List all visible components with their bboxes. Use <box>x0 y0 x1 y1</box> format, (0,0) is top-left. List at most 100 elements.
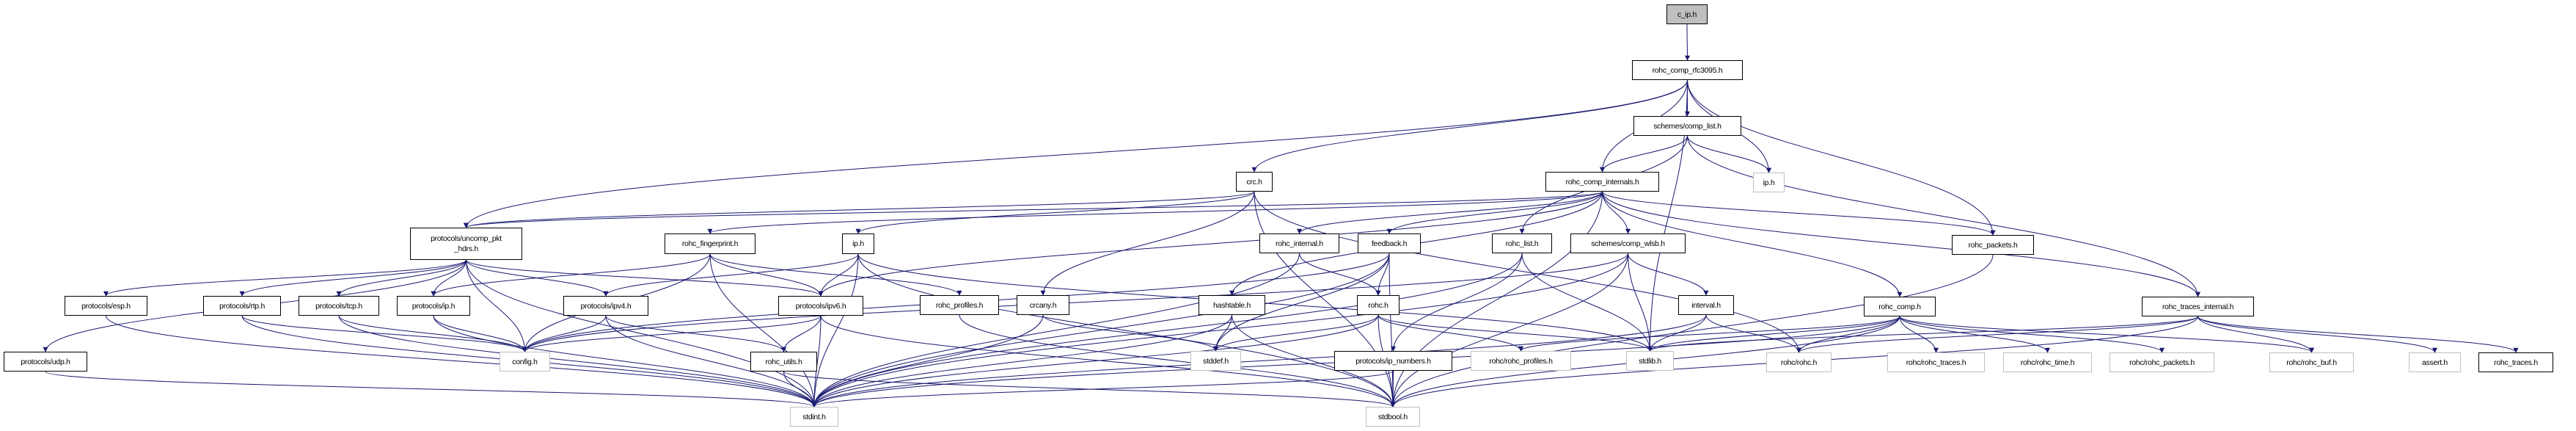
edge-fingerprint-to-stdint <box>709 253 817 408</box>
edge-uncomp-to-config <box>466 259 527 352</box>
node-stdbool[interactable]: stdbool.h <box>1366 407 1420 427</box>
edge-crc-to-crcany <box>1040 191 1255 296</box>
edge-traces_internal-to-rr_buf <box>2198 316 2314 353</box>
node-stdint[interactable]: stdint.h <box>790 407 838 427</box>
edge-traces_internal-to-rohc_traces <box>2198 316 2519 353</box>
edge-comp_internals-to-rohc_packets <box>1602 191 1996 236</box>
edge-uncomp-to-esp <box>103 259 466 297</box>
node-rohc-traces[interactable]: rohc_traces.h <box>2478 352 2553 372</box>
edge-hashtable-to-stdbool <box>1232 314 1396 408</box>
node-rohc-utils[interactable]: rohc_utils.h <box>750 352 817 372</box>
node-crc[interactable]: crc.h <box>1236 172 1273 192</box>
edge-pip-to-stdint <box>433 315 817 408</box>
edge-feedback-to-stdbool <box>1388 253 1396 408</box>
edge-rohc_internal-to-rohc <box>1299 253 1381 296</box>
node-pip[interactable]: protocols/ip.h <box>397 296 470 316</box>
node-udp[interactable]: protocols/udp.h <box>4 352 87 372</box>
node-rohc-comp[interactable]: rohc_comp.h <box>1864 297 1936 316</box>
edge-interval-to-rr_rohc <box>1705 314 1801 353</box>
node-esp[interactable]: protocols/esp.h <box>65 296 147 316</box>
edge-ipv6-to-rohc_utils <box>781 315 822 352</box>
node-rr-time[interactable]: rohc/rohc_time.h <box>2003 352 2092 372</box>
edge-rohc_comp-to-rr_traces <box>1899 316 1939 353</box>
edge-ipv6-to-stdint <box>811 315 822 408</box>
node-ip-l[interactable]: ip.h <box>842 233 874 254</box>
edge-comp_internals-to-stdbool <box>1390 191 1603 408</box>
node-stddef[interactable]: stddef.h <box>1190 351 1241 371</box>
edge-rohc_profiles-to-stdbool <box>959 314 1396 408</box>
edge-ipv6-to-config <box>522 315 822 352</box>
edge-fingerprint-to-pip <box>431 253 711 297</box>
node-rr-rohc[interactable]: rohc/rohc.h <box>1766 352 1832 372</box>
edge-rtp-to-config <box>241 315 527 352</box>
edge-hashtable-to-stdint <box>811 314 1232 408</box>
edge-comp_internals-to-rohc_comp <box>1602 191 1903 297</box>
edge-ip_numbers-to-stdint <box>811 370 1394 408</box>
node-feedback[interactable]: feedback.h <box>1358 233 1421 253</box>
edge-crcany-to-stdint <box>811 314 1044 408</box>
node-config[interactable]: config.h <box>500 352 550 372</box>
edge-ip_l-to-stdbool <box>857 253 1396 408</box>
edge-fingerprint-to-rohc_profiles <box>709 253 962 296</box>
node-ip-numbers[interactable]: protocols/ip_numbers.h <box>1334 351 1452 371</box>
node-stdlib[interactable]: stdlib.h <box>1626 351 1674 371</box>
node-comp-list[interactable]: schemes/comp_list.h <box>1633 116 1741 136</box>
edge-rohc_comp-to-rr_packets <box>1899 316 2165 353</box>
node-comp-wlsb[interactable]: schemes/comp_wlsb.h <box>1570 233 1686 253</box>
node-ipv4[interactable]: protocols/ipv4.h <box>563 296 648 316</box>
edge-ip_l-to-ipv4 <box>603 253 859 297</box>
edge-rohc_list-to-ip_numbers <box>1391 253 1523 352</box>
edge-udp-to-stdint <box>45 371 817 408</box>
edge-fingerprint-to-ipv6 <box>709 253 824 297</box>
edge-ipv4-to-rohc_utils <box>605 315 786 352</box>
edge-ip_numbers-to-stdbool <box>1390 370 1396 408</box>
node-comp-internals[interactable]: rohc_comp_internals.h <box>1545 172 1659 192</box>
node-rohc-internal[interactable]: rohc_internal.h <box>1259 233 1339 253</box>
edge-esp-to-stdint <box>106 315 817 408</box>
edge-rohc_comp-to-stdlib <box>1647 316 1900 352</box>
edge-rohc_comp-to-rr_rohc <box>1796 316 1900 353</box>
node-rr-traces[interactable]: rohc/rohc_traces.h <box>1887 352 1985 372</box>
edge-rohc_list-to-stdint <box>811 253 1523 408</box>
node-assert[interactable]: assert.h <box>2409 352 2461 372</box>
node-traces-internal[interactable]: rohc_traces_internal.h <box>2142 297 2254 316</box>
edge-comp_list-to-traces_internal <box>1687 135 2200 297</box>
edge-uncomp-to-ipv6 <box>466 259 824 297</box>
node-rtp[interactable]: protocols/rtp.h <box>203 296 281 316</box>
node-c-ip[interactable]: c_ip.h <box>1666 4 1708 24</box>
edge-comp_wlsb-to-interval <box>1628 253 1709 296</box>
node-uncomp[interactable]: protocols/uncomp_pkt _hdrs.h <box>410 228 522 260</box>
node-fingerprint[interactable]: rohc_fingerprint.h <box>665 233 755 254</box>
node-rfc3095[interactable]: rohc_comp_rfc3095.h <box>1632 60 1743 80</box>
node-ip-r[interactable]: ip.h <box>1753 173 1785 192</box>
edge-rohc-to-stdint <box>811 314 1379 408</box>
edge-rfc3095-to-crc <box>1251 79 1688 173</box>
edge-ip_l-to-ipv6 <box>818 253 859 297</box>
edge-crc-to-rr_rohc <box>1254 191 1801 353</box>
node-ipv6[interactable]: protocols/ipv6.h <box>778 296 863 316</box>
edge-tcp-to-config <box>338 315 527 352</box>
edge-comp_internals-to-fingerprint <box>707 191 1603 234</box>
edge-rfc3095-to-rohc_packets <box>1687 79 1996 236</box>
node-rohc-list[interactable]: rohc_list.h <box>1492 233 1552 253</box>
edge-rohc_comp-to-rr_buf <box>1899 316 2314 353</box>
edge-rohc-to-stdlib <box>1377 314 1653 352</box>
node-rr-packets[interactable]: rohc/rohc_packets.h <box>2110 352 2214 372</box>
edge-comp_internals-to-rohc_internal <box>1297 191 1603 234</box>
edge-crcany-to-stddef <box>1042 314 1218 352</box>
edge-rohc_internal-to-stdint <box>811 253 1300 408</box>
node-rr-buf[interactable]: rohc/rohc_buf.h <box>2269 352 2354 372</box>
node-rohc-packets[interactable]: rohc_packets.h <box>1952 235 2034 255</box>
edge-rohc-to-rr_profiles <box>1377 314 1523 352</box>
edge-crc-to-uncomp <box>464 191 1255 228</box>
edge-crc-to-stdbool <box>1254 191 1396 408</box>
node-hashtable[interactable]: hashtable.h <box>1199 295 1265 315</box>
node-crcany[interactable]: crcany.h <box>1017 295 1069 315</box>
node-rohc[interactable]: rohc.h <box>1357 295 1399 315</box>
node-tcp[interactable]: protocols/tcp.h <box>299 296 379 316</box>
edge-comp_wlsb-to-stdint <box>811 253 1628 408</box>
node-interval[interactable]: interval.h <box>1678 295 1734 315</box>
node-rr-profiles[interactable]: rohc/rohc_profiles.h <box>1471 351 1571 371</box>
edge-rohc_comp-to-rr_profiles <box>1518 316 1900 352</box>
node-rohc-profiles[interactable]: rohc_profiles.h <box>920 295 999 315</box>
